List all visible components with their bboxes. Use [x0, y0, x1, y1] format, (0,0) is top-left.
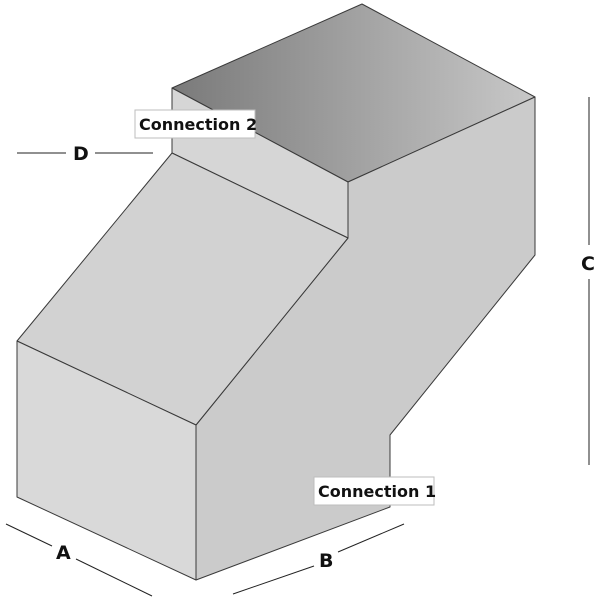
dimension-b-label: B [319, 550, 333, 572]
connection-2-label: Connection 2 [139, 115, 257, 134]
dimension-a-line-right [75, 558, 153, 597]
connection-1-label: Connection 1 [318, 482, 436, 501]
dimension-a-label: A [56, 542, 71, 564]
dimension-b-line-left [232, 565, 315, 595]
dimension-a-line-left [5, 523, 53, 547]
connection-2-label-box [134, 109, 256, 139]
dimension-b-line-right [337, 523, 405, 553]
connection-1-label-box [313, 476, 435, 506]
dimension-c-label: C [581, 253, 595, 275]
dimension-d-label: D [73, 143, 89, 165]
front-bottom-face [16, 340, 197, 581]
